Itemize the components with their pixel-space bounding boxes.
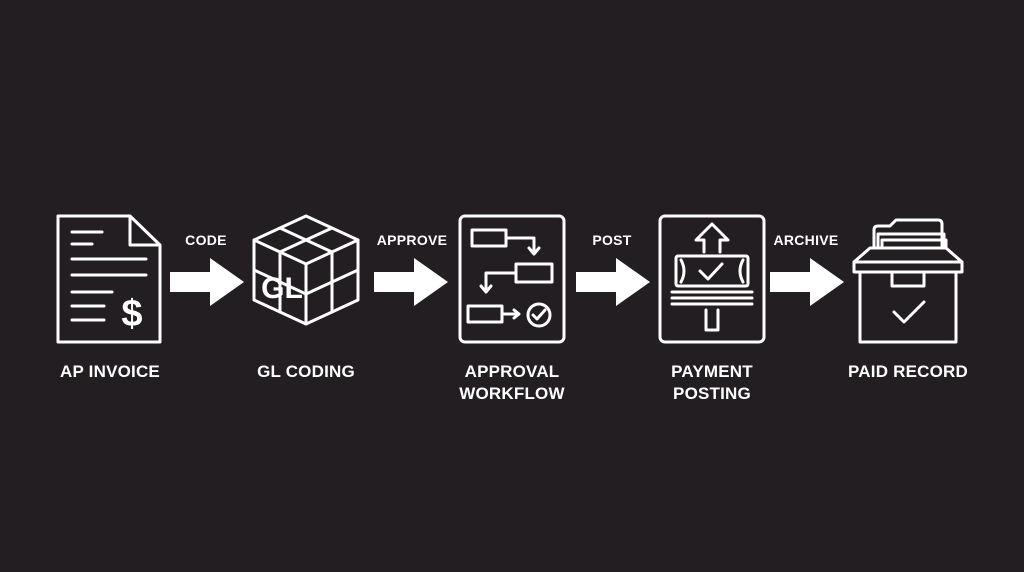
right-arrow-icon xyxy=(770,258,844,306)
transition-label-approve: APPROVE xyxy=(376,232,448,248)
archive-box-checkmark-icon xyxy=(852,212,964,346)
dollar-glyph: $ xyxy=(121,293,142,335)
step-label-gl-coding: GL CODING xyxy=(257,362,355,381)
invoice-document-dollar-icon: $ xyxy=(54,212,166,346)
step-label-paid-record: PAID RECORD xyxy=(848,362,968,381)
right-arrow-icon xyxy=(576,258,650,306)
transition-label-post: POST xyxy=(592,232,632,248)
right-arrow-icon xyxy=(374,258,448,306)
step-label-text: PAYMENT POSTING xyxy=(671,362,753,403)
gl-glyph: GL xyxy=(261,272,303,305)
banknote-upload-icon xyxy=(656,212,768,346)
step-label-payment-posting: PAYMENT POSTING xyxy=(627,361,797,405)
transition-label-archive: ARCHIVE xyxy=(773,232,839,248)
transition-label-code: CODE xyxy=(185,232,227,248)
flowchart-checkmark-icon xyxy=(456,212,568,346)
step-label-text: APPROVAL WORKFLOW xyxy=(459,362,565,403)
step-label-approval-workflow: APPROVAL WORKFLOW xyxy=(427,361,597,405)
right-arrow-icon xyxy=(170,258,244,306)
gl-cube-icon: GL xyxy=(250,212,362,346)
step-label-ap-invoice: AP INVOICE xyxy=(60,362,160,381)
